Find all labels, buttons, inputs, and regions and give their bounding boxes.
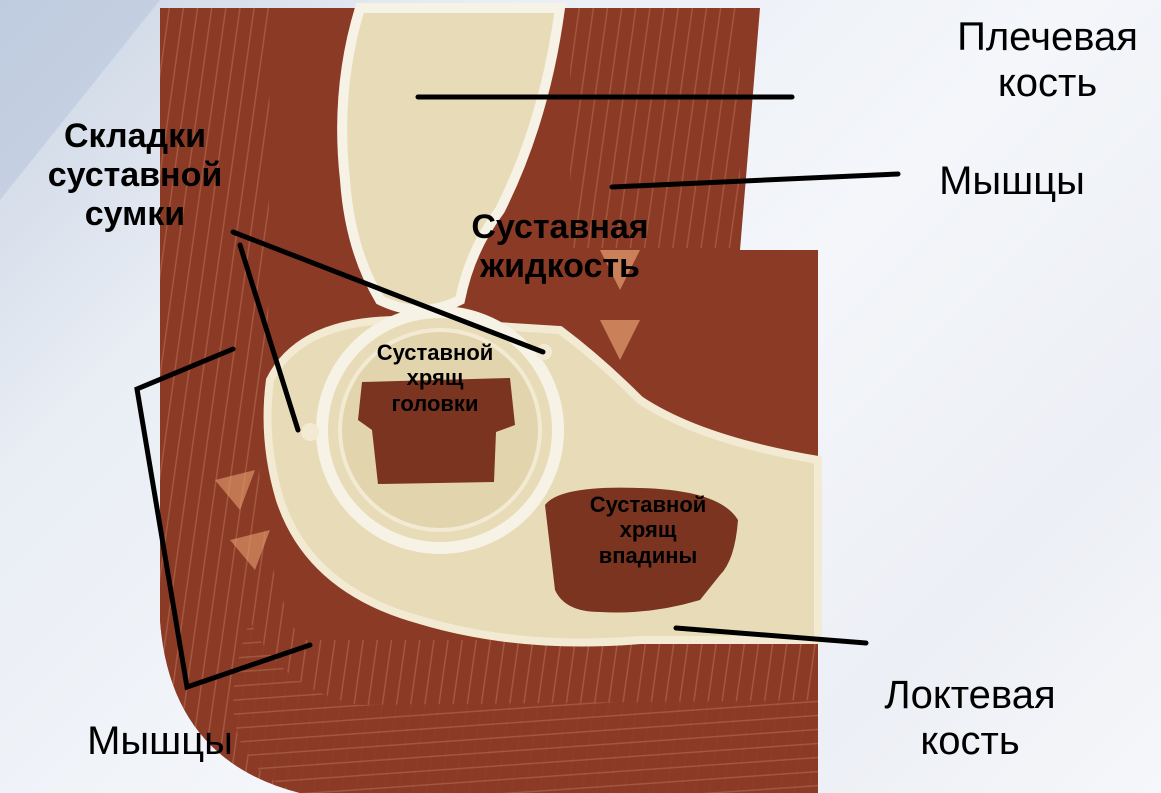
muscles-right-label: Мышцы (912, 158, 1112, 204)
ulna-label: Локтевая кость (860, 672, 1080, 764)
humerus-label: Плечевая кость (935, 14, 1160, 106)
muscles-left-label: Мышцы (55, 718, 265, 764)
capsule-fold (301, 423, 319, 441)
socket-cartilage-label: Суставной хрящ впадины (548, 492, 748, 568)
synovial-fluid-label: Суставная жидкость (430, 208, 690, 286)
capsule-folds-label: Складки суставной сумки (15, 117, 255, 234)
head-cartilage-label: Суставной хрящ головки (340, 340, 530, 416)
